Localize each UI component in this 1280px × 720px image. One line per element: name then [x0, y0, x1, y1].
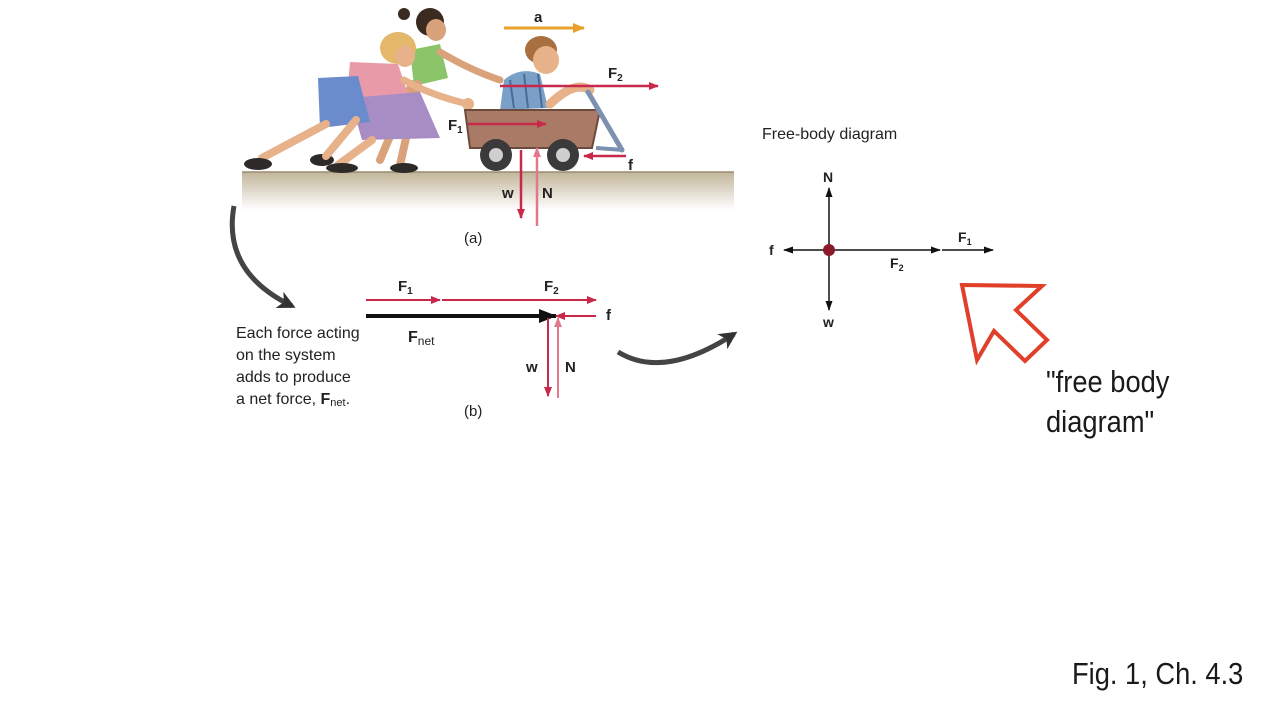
annotation-text: "free body diagram"	[1046, 364, 1170, 439]
friction-label-b: f	[606, 307, 612, 324]
weight-label-b: w	[525, 359, 538, 376]
normal-label-b: N	[565, 359, 576, 376]
fbd-normal-label: N	[823, 169, 833, 185]
fbd-center-point	[823, 244, 835, 256]
figure-caption: Fig. 1, Ch. 4.3	[1072, 656, 1244, 691]
f1-label-a: F1	[448, 117, 463, 136]
fbd-title: Free-body diagram	[762, 126, 898, 143]
fbd-f1-label: F1	[958, 229, 972, 247]
weight-label-a: w	[501, 185, 514, 202]
friction-label-a: f	[628, 157, 634, 174]
panel-a-tag: (a)	[464, 230, 482, 247]
panel-a: a F2 F1 f w N (a)	[242, 8, 734, 247]
f2-label-a: F2	[608, 65, 623, 84]
pusher-legs-illustration	[244, 76, 370, 170]
accel-label: a	[534, 9, 543, 26]
curve-arrow-b-to-fbd	[616, 331, 738, 365]
fnet-label: Fnet	[408, 329, 435, 348]
ground	[242, 172, 734, 210]
free-body-diagram: N w f F2 F1	[769, 169, 994, 330]
net-force-description: Each force acting on the system adds to …	[236, 325, 360, 409]
fbd-f2-label: F2	[890, 255, 904, 273]
wagon-illustration	[463, 89, 625, 171]
curve-arrow-a-to-b	[229, 205, 296, 309]
fbd-friction-label: f	[769, 242, 774, 258]
f2-label-b: F2	[544, 278, 559, 297]
panel-b-tag: (b)	[464, 403, 482, 420]
f1-label-b: F1	[398, 278, 413, 297]
girl-front-illustration	[326, 32, 474, 173]
fbd-weight-label: w	[822, 314, 834, 330]
highlight-arrow-icon	[959, 282, 1050, 366]
normal-label-a: N	[542, 185, 553, 202]
panel-b: F1 F2 Fnet f w N (b)	[366, 278, 612, 420]
boy-in-wagon-illustration	[500, 36, 595, 110]
